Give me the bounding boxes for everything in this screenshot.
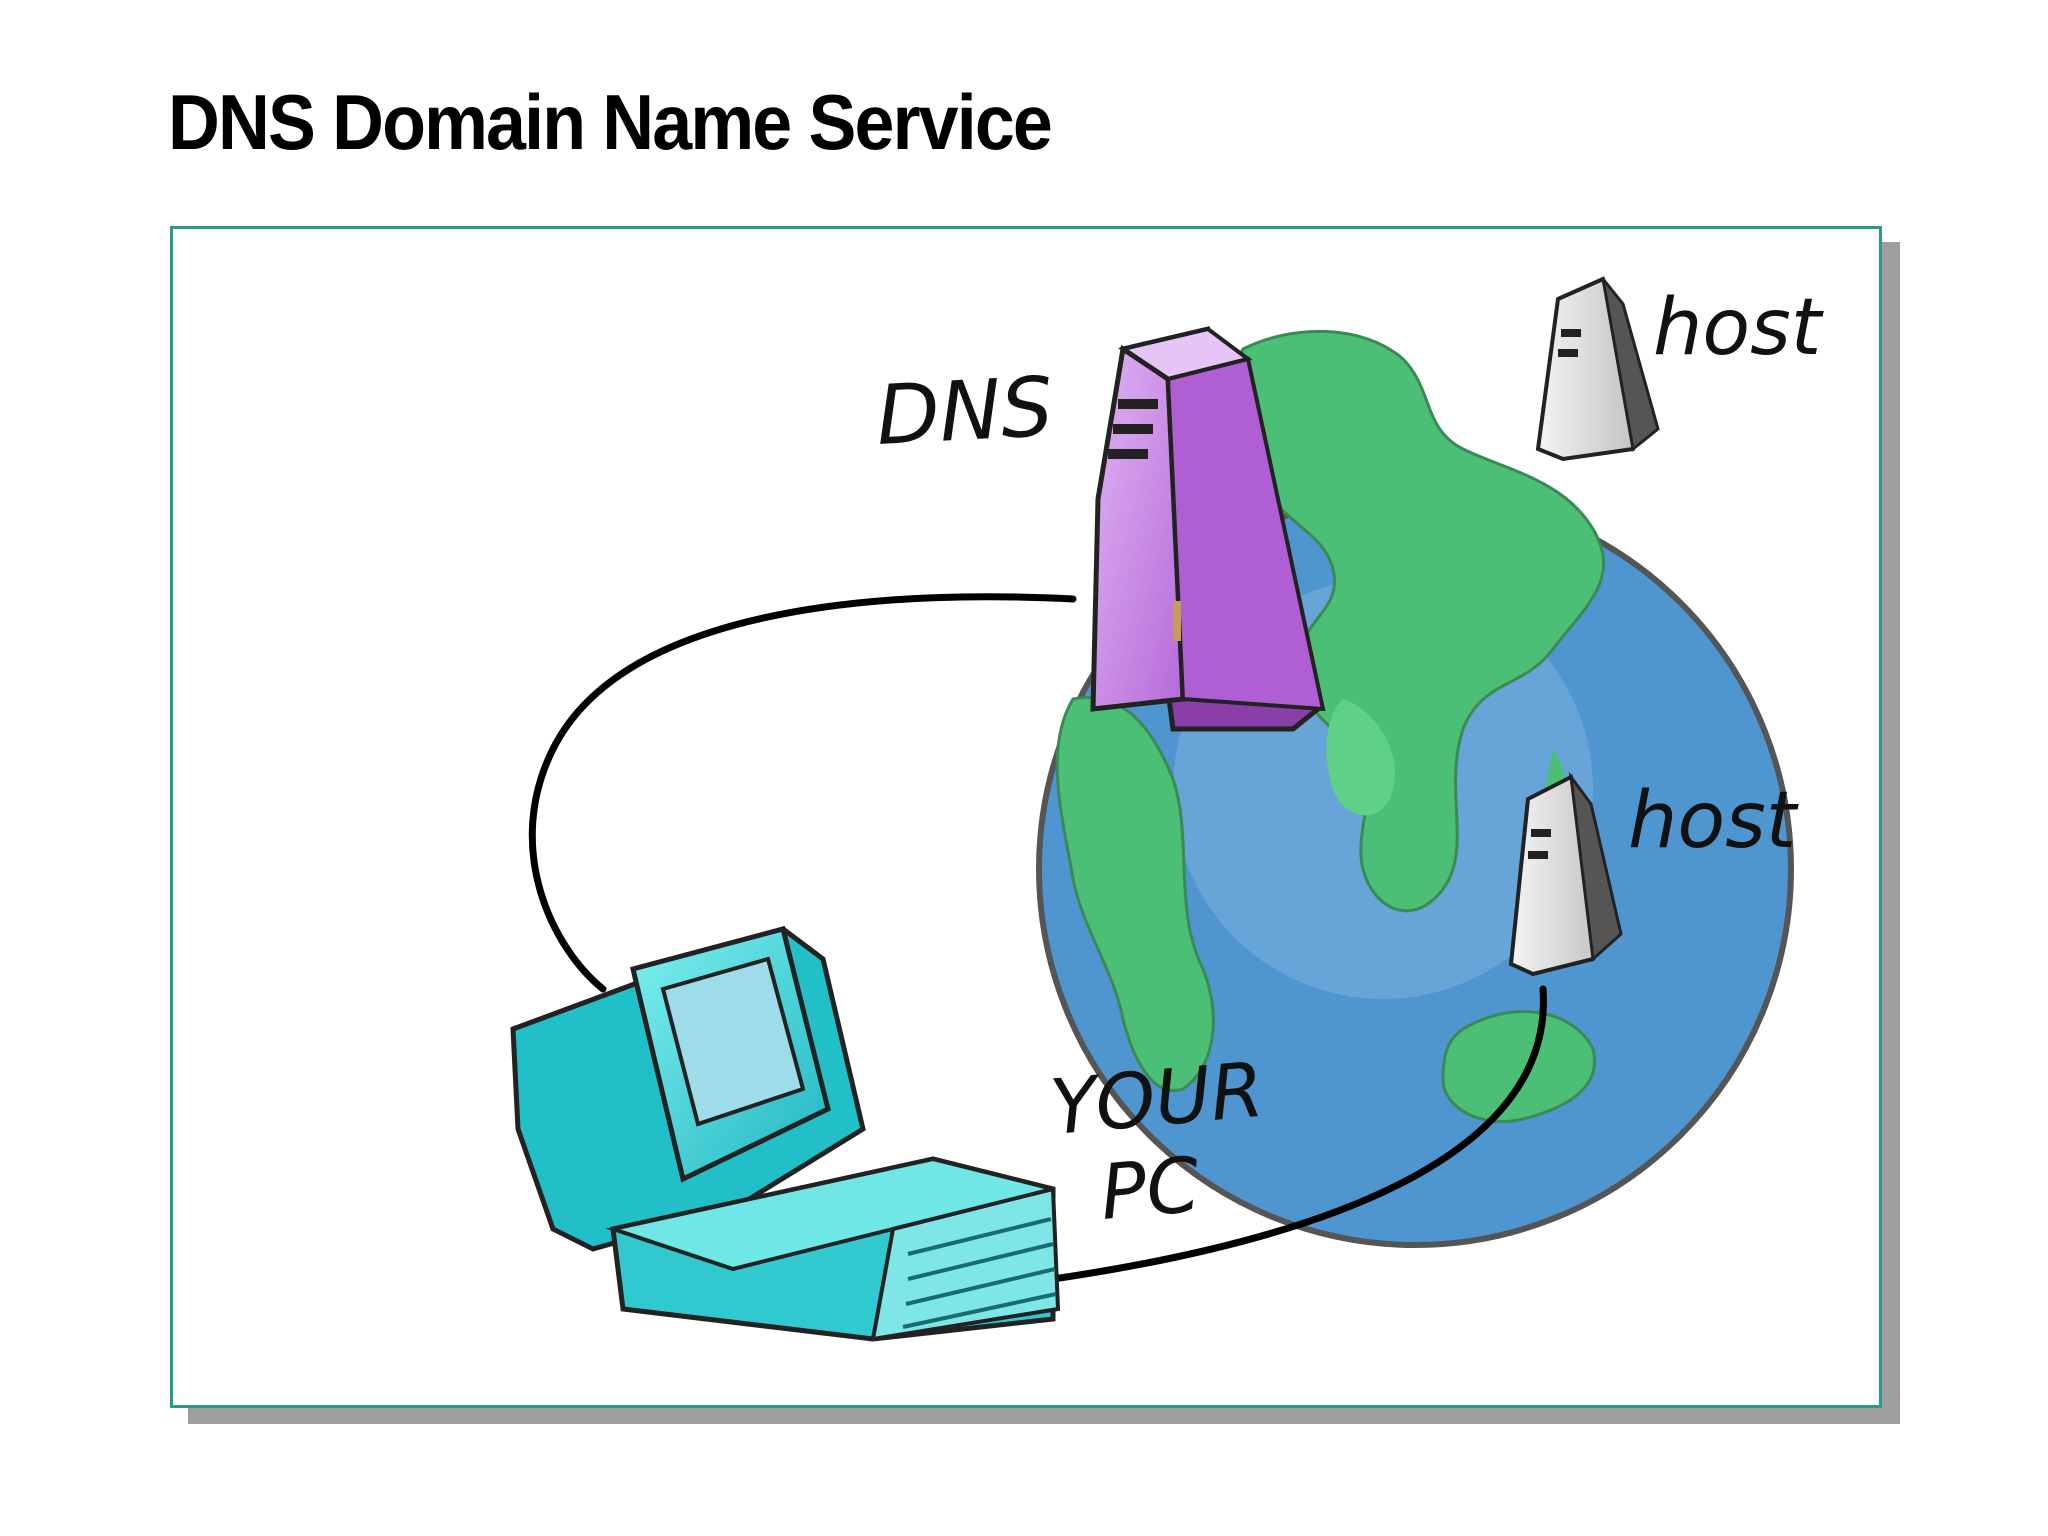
- page-title: DNS Domain Name Service: [168, 78, 1053, 166]
- dns-diagram: DNS host host YOUR PC: [510, 276, 1824, 1342]
- host-label-top: host: [1653, 283, 1824, 373]
- keyboard: [870, 1186, 1061, 1342]
- your-pc-label-line2: PC: [1097, 1140, 1203, 1237]
- computer-icon: [510, 925, 1061, 1342]
- your-pc-label-line1: YOUR: [1047, 1045, 1267, 1152]
- diagram-frame: DNS host host YOUR PC: [170, 226, 1882, 1408]
- host-label-bottom: host: [1628, 776, 1799, 866]
- dns-label: DNS: [874, 360, 1055, 464]
- host-server-icon: [1535, 276, 1660, 462]
- host-server-icon: [1508, 771, 1623, 977]
- dns-server-icon: [1090, 326, 1326, 732]
- network-links: [528, 593, 1547, 1283]
